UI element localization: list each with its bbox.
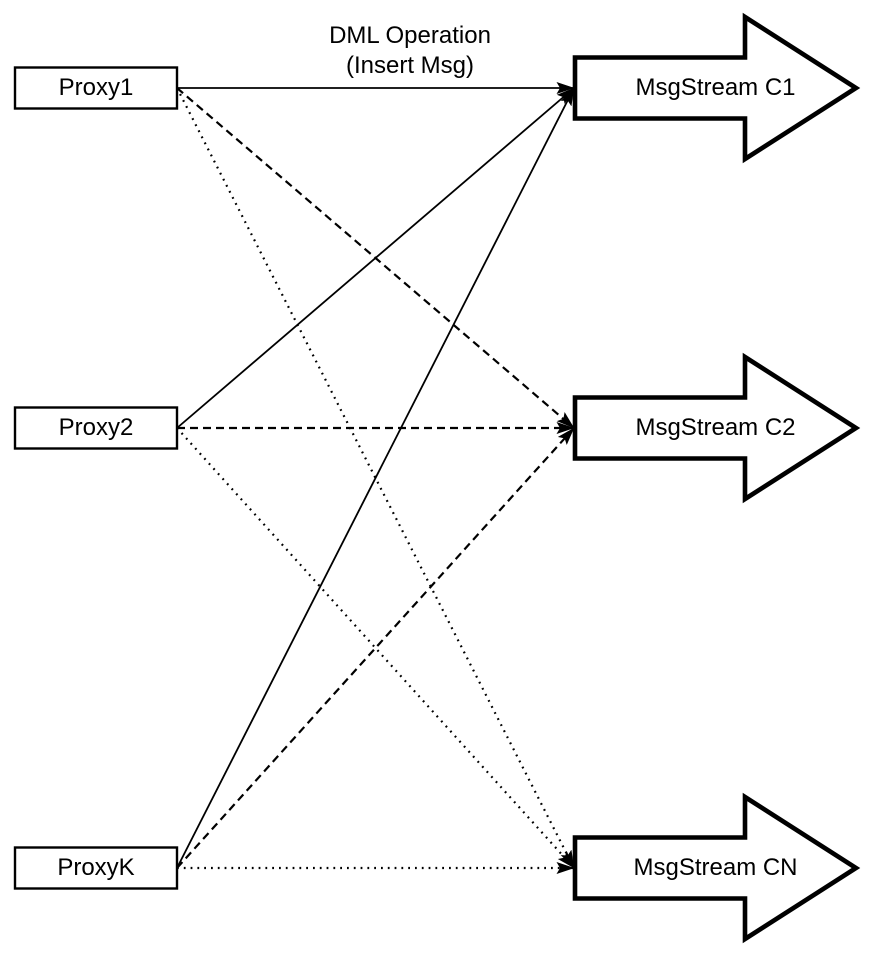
proxy1-box [13, 66, 179, 110]
msgstream-c2-arrow [572, 352, 861, 504]
edge-proxyk-to-c1 [176, 87, 575, 869]
msgstream-c1-arrow [572, 12, 861, 164]
edge-proxy2-to-cn [176, 427, 575, 869]
edge-proxy2-to-c1 [176, 87, 575, 429]
proxy2-box [13, 406, 179, 450]
edge-proxy1-to-cn [176, 87, 575, 869]
msgstream-cn-arrow [572, 792, 861, 944]
proxyk-box [13, 846, 179, 890]
edge-proxyk-to-c2 [176, 427, 575, 869]
diagram-title-line1: DML Operation [329, 22, 491, 49]
diagram-title-line2: (Insert Msg) [345, 52, 474, 79]
diagram-title: DML Operation (Insert Msg) [285, 21, 535, 81]
edges-layer [176, 82, 575, 874]
